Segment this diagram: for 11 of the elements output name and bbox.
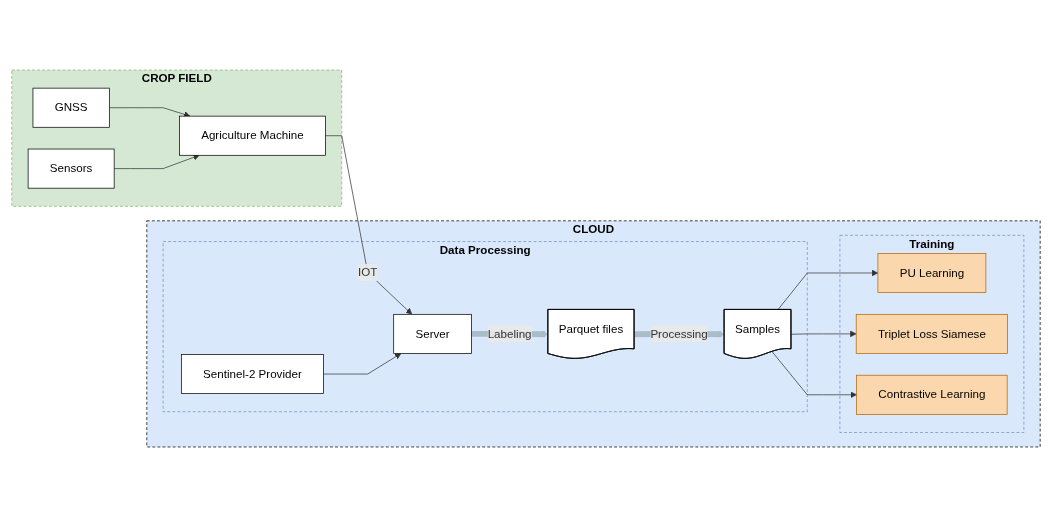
- node-box: Sensors: [27, 148, 115, 189]
- node-box: Sentinel-2 Provider: [181, 354, 324, 394]
- node-box: Contrastive Learning: [856, 374, 1008, 415]
- edge-label: IOT: [358, 266, 378, 279]
- edge-label: Labeling: [487, 327, 532, 340]
- node-box: PU Learning: [877, 253, 987, 293]
- edge-label: Processing: [650, 327, 708, 340]
- node-box: Server: [393, 313, 472, 354]
- node-box: Triplet Loss Siamese: [855, 313, 1008, 354]
- node-box: GNSS: [32, 87, 110, 128]
- node-box: Agriculture Machine: [179, 115, 326, 156]
